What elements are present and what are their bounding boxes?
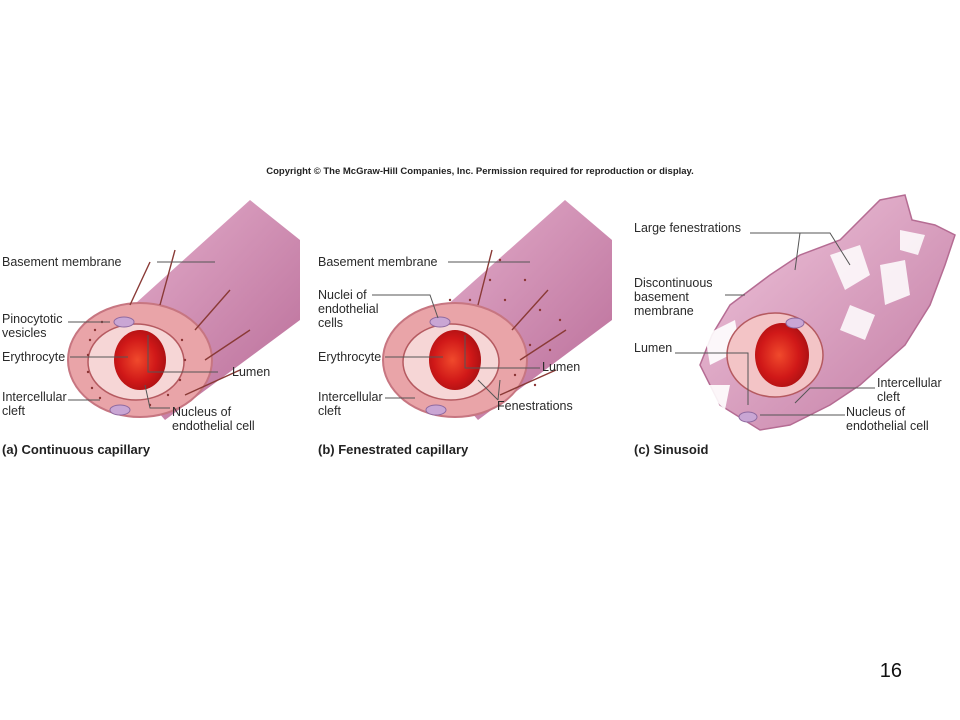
erythrocyte — [755, 323, 809, 387]
caption-sinusoid: (c) Sinusoid — [634, 442, 709, 457]
label-basement-membrane: Basement membrane — [318, 255, 438, 269]
endothelial-nucleus — [109, 404, 131, 416]
label-intercellular-cleft: Intercellular cleft — [2, 390, 67, 418]
copyright-notice: Copyright © The McGraw-Hill Companies, I… — [266, 166, 694, 177]
caption-fenestrated-capillary: (b) Fenestrated capillary — [318, 442, 469, 457]
label-pinocytotic-vesicles: Pinocytotic vesicles — [2, 312, 63, 340]
endothelial-nucleus — [785, 317, 805, 329]
label-nucleus-endothelial: Nucleus of endothelial cell — [846, 405, 929, 433]
endothelial-nucleus — [425, 404, 447, 416]
label-lumen: Lumen — [634, 341, 673, 355]
caption-continuous-capillary: (a) Continuous capillary — [2, 442, 151, 457]
label-basement-membrane: Basement membrane — [2, 255, 122, 269]
endothelial-nucleus — [429, 316, 451, 328]
label-erythrocyte: Erythrocyte — [318, 350, 382, 364]
sinusoid-illustration — [675, 194, 956, 431]
label-fenestrations: Fenestrations — [497, 399, 573, 413]
label-nucleus-endothelial: Nucleus of endothelial cell — [172, 405, 255, 433]
label-erythrocyte: Erythrocyte — [2, 350, 66, 364]
endothelial-nucleus — [113, 316, 135, 328]
label-large-fenestrations: Large fenestrations — [634, 221, 742, 235]
erythrocyte — [114, 330, 166, 390]
label-lumen: Lumen — [232, 365, 271, 379]
endothelial-nucleus — [738, 411, 758, 423]
label-lumen: Lumen — [542, 360, 581, 374]
continuous-capillary-illustration — [67, 200, 300, 420]
label-discontinuous-membrane: Discontinuous basement membrane — [634, 276, 713, 318]
page-number: 16 — [879, 660, 902, 682]
label-intercellular-cleft: Intercellular cleft — [877, 376, 942, 404]
fenestrated-capillary-illustration — [372, 200, 612, 420]
erythrocyte — [429, 330, 481, 390]
label-nuclei-endothelial: Nuclei of endothelial cells — [318, 288, 379, 330]
label-intercellular-cleft: Intercellular cleft — [318, 390, 383, 418]
